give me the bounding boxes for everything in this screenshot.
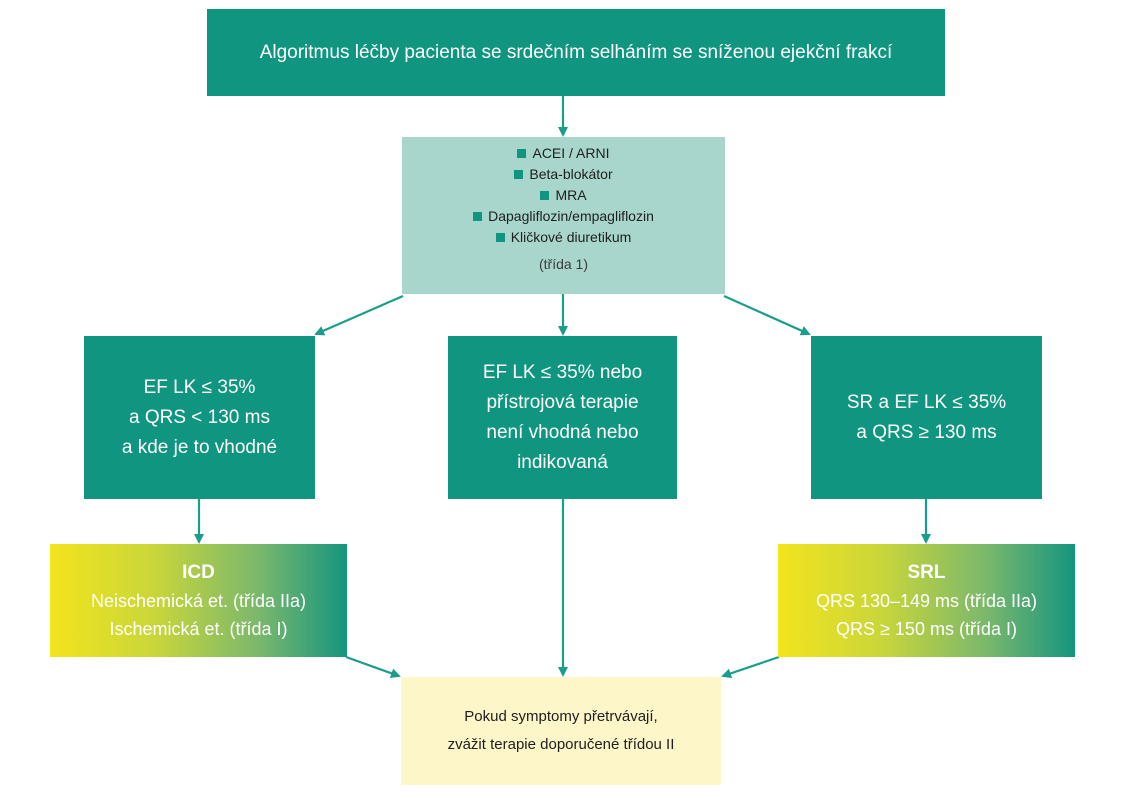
arrow-meds-to-left bbox=[314, 294, 404, 336]
srl-line: QRS ≥ 150 ms (třída I) bbox=[836, 618, 1017, 639]
arrow-meds-to-right bbox=[723, 294, 811, 336]
icd-box: ICD Neischemická et. (třída IIa) Ischemi… bbox=[50, 544, 347, 657]
criteria-line: SR a EF LK ≤ 35% bbox=[846, 391, 1007, 413]
square-bullet-icon bbox=[473, 212, 483, 221]
criteria-line: a QRS < 130 ms bbox=[129, 406, 270, 428]
square-bullet-icon bbox=[495, 233, 505, 242]
criteria-line: přístrojová terapie bbox=[486, 391, 639, 413]
arrow-srl-to-final bbox=[721, 655, 780, 679]
med-item: Kličkové diuretikum bbox=[495, 227, 632, 248]
med-label: ACEI / ARNI bbox=[532, 145, 610, 161]
med-item: MRA bbox=[540, 185, 587, 206]
icd-line: Ischemická et. (třída I) bbox=[109, 618, 288, 639]
criteria-line: EF LK ≤ 35% bbox=[143, 376, 256, 398]
square-bullet-icon bbox=[517, 149, 527, 158]
criteria-line: a kde je to vhodné bbox=[121, 436, 278, 458]
medications-box: ACEI / ARNI Beta-blokátor MRA Dapagliflo… bbox=[402, 137, 725, 294]
title-box: Algoritmus léčby pacienta se srdečním se… bbox=[207, 9, 945, 96]
criteria-line: není vhodná nebo bbox=[486, 421, 639, 443]
medications-class-note: (třída 1) bbox=[538, 256, 588, 272]
med-label: Kličkové diuretikum bbox=[510, 229, 632, 245]
med-item: Beta-blokátor bbox=[514, 164, 613, 185]
med-item: ACEI / ARNI bbox=[517, 143, 610, 164]
criteria-line: a QRS ≥ 130 ms bbox=[856, 421, 997, 443]
arrow-icd-to-final bbox=[345, 655, 401, 679]
med-label: Beta-blokátor bbox=[529, 166, 613, 182]
criteria-box-left: EF LK ≤ 35% a QRS < 130 ms a kde je to v… bbox=[84, 336, 315, 499]
icd-heading: ICD bbox=[182, 561, 215, 583]
criteria-line: indikovaná bbox=[517, 451, 608, 473]
criteria-box-right: SR a EF LK ≤ 35% a QRS ≥ 130 ms bbox=[811, 336, 1042, 499]
icd-line: Neischemická et. (třída IIa) bbox=[90, 590, 307, 611]
diagram-title: Algoritmus léčby pacienta se srdečním se… bbox=[259, 41, 893, 63]
med-label: MRA bbox=[555, 187, 587, 203]
med-label: Dapagliflozin/empagliflozin bbox=[488, 208, 654, 224]
criteria-line: EF LK ≤ 35% nebo bbox=[482, 361, 643, 383]
square-bullet-icon bbox=[540, 191, 550, 200]
srl-box: SRL QRS 130–149 ms (třída IIa) QRS ≥ 150… bbox=[778, 544, 1075, 657]
med-item: Dapagliflozin/empagliflozin bbox=[473, 206, 654, 227]
square-bullet-icon bbox=[514, 170, 524, 179]
final-line: Pokud symptomy přetrvávají, bbox=[464, 708, 658, 725]
criteria-box-middle: EF LK ≤ 35% nebo přístrojová terapie nen… bbox=[448, 336, 677, 499]
final-line: zvážit terapie doporučené třídou II bbox=[447, 736, 675, 753]
srl-heading: SRL bbox=[907, 561, 946, 583]
final-recommendation-box: Pokud symptomy přetrvávají, zvážit terap… bbox=[401, 677, 721, 785]
srl-line: QRS 130–149 ms (třída IIa) bbox=[815, 590, 1038, 611]
